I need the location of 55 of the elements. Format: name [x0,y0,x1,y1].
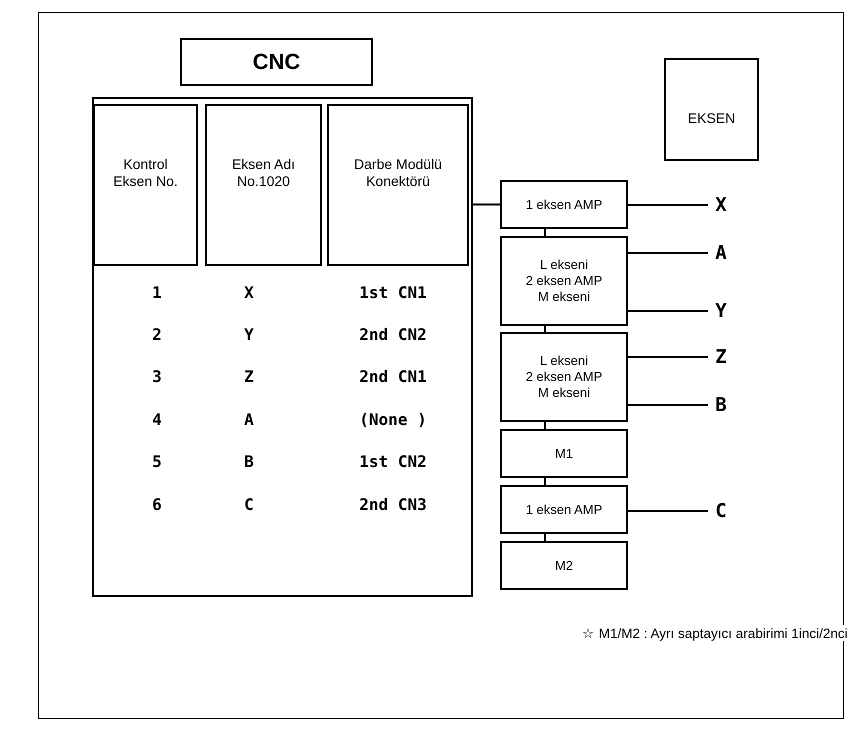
table-value: 4 [152,410,162,429]
column-header-box: Darbe Modülü Konektörü [327,104,469,266]
table-value: 2nd CN2 [359,325,427,344]
column-header-box: Kontrol Eksen No. [93,104,198,266]
detector-box: M2 [500,541,628,590]
connector-line [544,534,546,541]
box-text: L ekseni [540,353,588,369]
table-value: A [244,410,254,429]
box-text: M ekseni [538,385,590,401]
table-value: 1st CN2 [359,452,427,471]
table-value: 5 [152,452,162,471]
connector-line [544,478,546,485]
column-header-box: Eksen Adı No.1020 [205,104,322,266]
amplifier-box [500,332,628,422]
connector-line [628,404,708,406]
axis-header-box: EKSEN [664,58,759,161]
connector-line [628,310,708,312]
unit-title-box: CNC [180,38,373,86]
axis-letter: C [708,498,734,524]
table-value: 2nd CN1 [359,367,427,386]
table-value: 1 [152,283,162,302]
table-value: 2nd CN3 [359,495,427,514]
table-value: 6 [152,495,162,514]
axis-letter: Z [708,344,734,370]
axis-letter: Y [708,298,734,324]
connector-line [628,356,708,358]
box-text: 2 eksen AMP [526,273,602,289]
panel-box [92,97,473,597]
box-text: L ekseni [540,257,588,273]
footnote: ☆ M1/M2 : Ayrı saptayıcı arabirimi 1inci/2nci [582,625,848,641]
connector-line [544,229,546,236]
amplifier-box: 1 eksen AMP [500,180,628,229]
amplifier-box [500,236,628,326]
axis-letter: X [708,192,734,218]
table-value: Y [244,325,254,344]
connector-line [544,326,546,332]
box-text: M ekseni [538,289,590,305]
connector-line [628,510,708,512]
table-value: (None ) [359,410,427,429]
axis-letter: B [708,392,734,418]
connector-line [628,204,708,206]
detector-box: M1 [500,429,628,478]
table-value: X [244,283,254,302]
table-value: C [244,495,254,514]
table-value: B [244,452,254,471]
table-value: 2 [152,325,162,344]
connector-line [544,422,546,429]
table-value: 3 [152,367,162,386]
connector-line [628,252,708,254]
connector-line [473,204,500,206]
axis-letter: A [708,240,734,266]
box-text: 2 eksen AMP [526,369,602,385]
table-value: 1st CN1 [359,283,427,302]
amplifier-box: 1 eksen AMP [500,485,628,534]
table-value: Z [244,367,254,386]
